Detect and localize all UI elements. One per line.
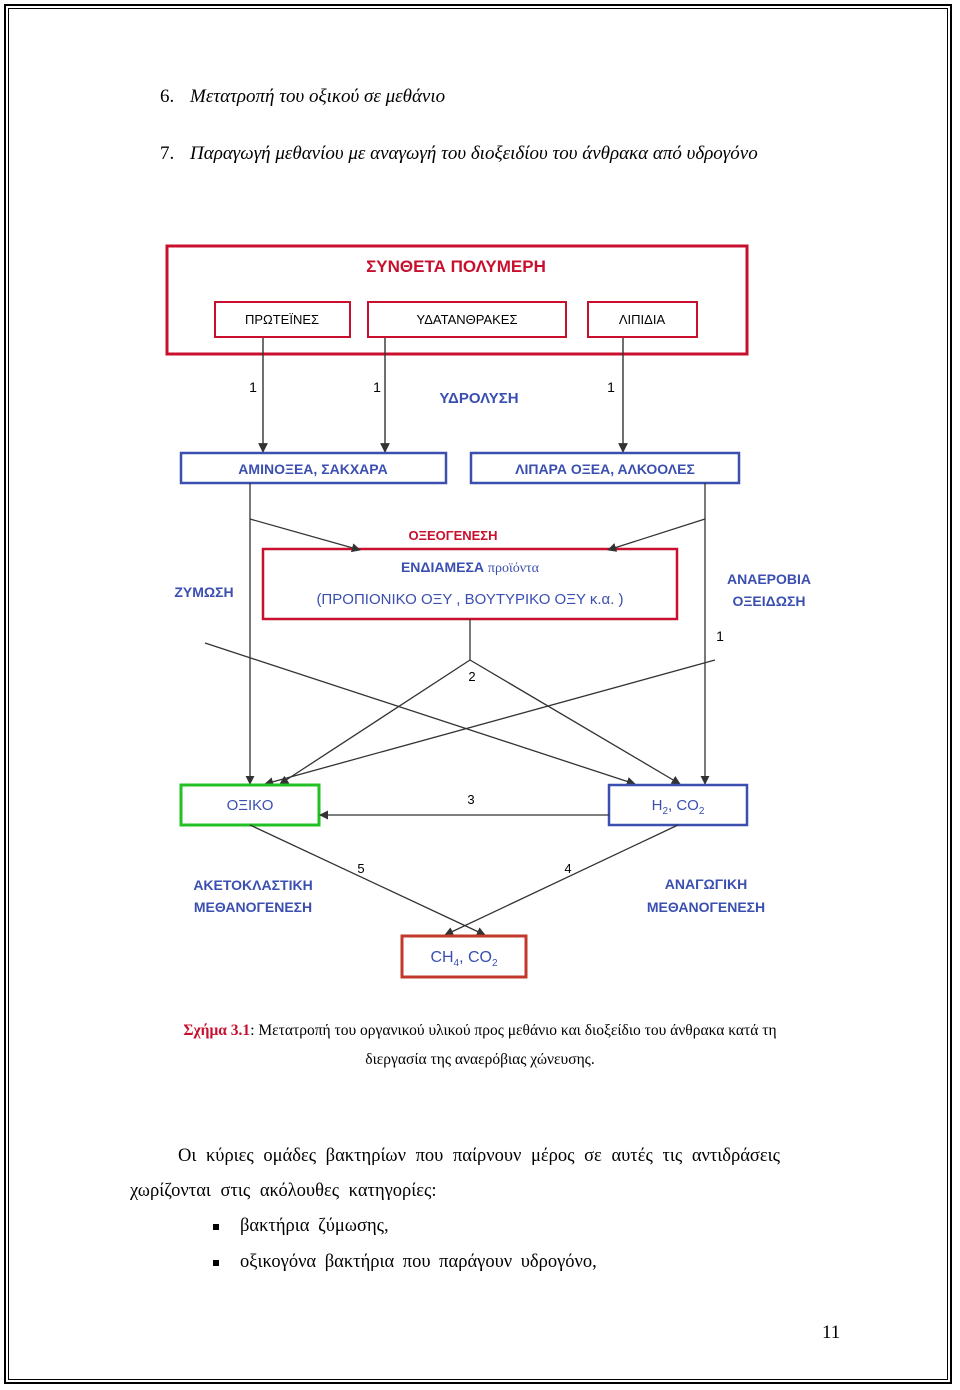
list-item-7: 7. Παραγωγή μεθανίου με αναγωγή του διοξε… [160,143,758,165]
h2co2-label: H2, CO2 [652,797,705,817]
list-number: 6. [160,86,175,107]
step-1d: 1 [716,628,724,644]
paragraph-line2: χωρίζονται στις ακόλουθες κατηγορίες: [130,1181,437,1201]
figure-caption-line2: διεργασία της αναερόβιας χώνευσης. [0,1051,960,1069]
bullet-marker [213,1224,219,1230]
arrow-acetic-to-final [249,824,486,936]
step-4: 4 [564,861,571,876]
step-1b: 1 [373,379,381,395]
acidogenesis-label: ΟΞΕΟΓΕΝΕΣΗ [409,528,498,543]
arrow-left-monomers-to-intermediates [249,518,361,553]
figure-label: Σχήμα 3.1 [183,1022,251,1039]
fatty-acids-alcohols-label: ΛΙΠΑΡΑ ΟΞΕΑ, ΑΛΚΟΟΛΕΣ [515,461,695,477]
final-label: CH4, CO2 [430,949,498,969]
acetic-label: ΟΞΙΚΟ [227,797,274,814]
step-2: 2 [468,669,475,684]
caption-text-2: διεργασία της αναερόβιας χώνευσης. [365,1051,595,1068]
figure-caption-line1: Σχήμα 3.1: Μετατροπή του οργανικού υλικο… [0,1022,960,1040]
arrow-intermediates-to-h2co2 [469,659,681,785]
lipids-box [587,301,698,338]
bullet-marker [213,1260,219,1266]
fermentation-label: ΖΥΜΩΣΗ [174,584,233,600]
carbohydrates-box [367,301,567,338]
arrow-right-monomers-to-acetic [264,659,716,787]
paragraph-line1: Οι κύριες ομάδες βακτηρίων που παίρνουν … [178,1146,780,1166]
bullet-item-2: οξικογόνα βακτήρια που παράγουν υδρογόνο… [240,1252,597,1272]
caption-text-1: : Μετατροπή του οργανικού υλικού προς με… [250,1022,777,1039]
intermediates-line2: (ΠΡΟΠΙΟΝΙΚΟ ΟΞΥ , ΒΟΥΤΥΡΙΚΟ ΟΞΥ κ.α. ) [316,591,623,608]
arrow-right-monomers-to-intermediates [607,518,706,552]
lipids-label: ΛΙΠΙΔΙΑ [619,312,666,327]
step-1a: 1 [249,379,257,395]
reductive-label-2: ΜΕΘΑΝΟΓΕΝΕΣΗ [647,899,765,915]
intermediates-caps: ΕΝΔΙΑΜΕΣΑ [401,559,484,575]
intermediates-line1: ΕΝΔΙΑΜΕΣΑ προϊόντα [401,559,540,576]
polymers-box [165,244,749,356]
carbohydrates-label: ΥΔΑΤΑΝΘΡΑΚΕΣ [417,312,518,327]
proteins-box [214,301,351,338]
polymers-title: ΣΥΝΘΕΤΑ ΠΟΛΥΜΕΡΗ [366,257,546,276]
anaerobic-oxidation-label-2: ΟΞΕΙΔΩΣΗ [733,593,806,609]
list-item-6: 6. Μετατροπή του οξικού σε μεθάνιο [160,86,445,108]
amino-acids-sugars-box [179,451,448,485]
anaerobic-oxidation-label-1: ΑΝΑΕΡΟΒΙΑ [727,571,811,587]
aceticlastic-label-2: ΜΕΘΑΝΟΓΕΝΕΣΗ [194,899,312,915]
hydrolysis-label: ΥΔΡΟΛΥΣΗ [439,390,518,407]
reductive-label-1: ΑΝΑΓΩΓΙΚΗ [665,876,748,892]
anaerobic-digestion-diagram: ΣΥΝΘΕΤΑ ΠΟΛΥΜΕΡΗ ΠΡΩΤΕΪΝΕΣ ΥΔΑΤΑΝΘΡΑΚΕΣ … [165,244,811,979]
list-text: Μετατροπή του οξικού σε μεθάνιο [190,86,446,107]
intermediates-rest: προϊόντα [488,561,540,576]
list-text: Παραγωγή μεθανίου με αναγωγή του διοξειδ… [190,143,758,164]
page-border [4,4,952,1384]
proteins-label: ΠΡΩΤΕΪΝΕΣ [245,312,319,327]
arrow-intermediates-to-acetic [279,659,471,785]
fatty-acids-alcohols-box [469,451,741,485]
aceticlastic-label-1: ΑΚΕΤΟΚΛΑΣΤΙΚΗ [193,877,312,893]
arrow-h2co2-to-final [444,824,679,936]
page-number: 11 [822,1322,841,1343]
final-box [400,934,528,979]
list-number: 7. [160,143,175,164]
step-1c: 1 [607,379,615,395]
step-5: 5 [357,861,364,876]
step-3: 3 [467,792,474,807]
bullet-item-1: βακτήρια ζύμωσης, [240,1216,389,1236]
amino-acids-sugars-label: ΑΜΙΝΟΞΕΑ, ΣΑΚΧΑΡΑ [238,461,387,477]
arrow-left-monomers-to-h2co2 [204,642,636,786]
